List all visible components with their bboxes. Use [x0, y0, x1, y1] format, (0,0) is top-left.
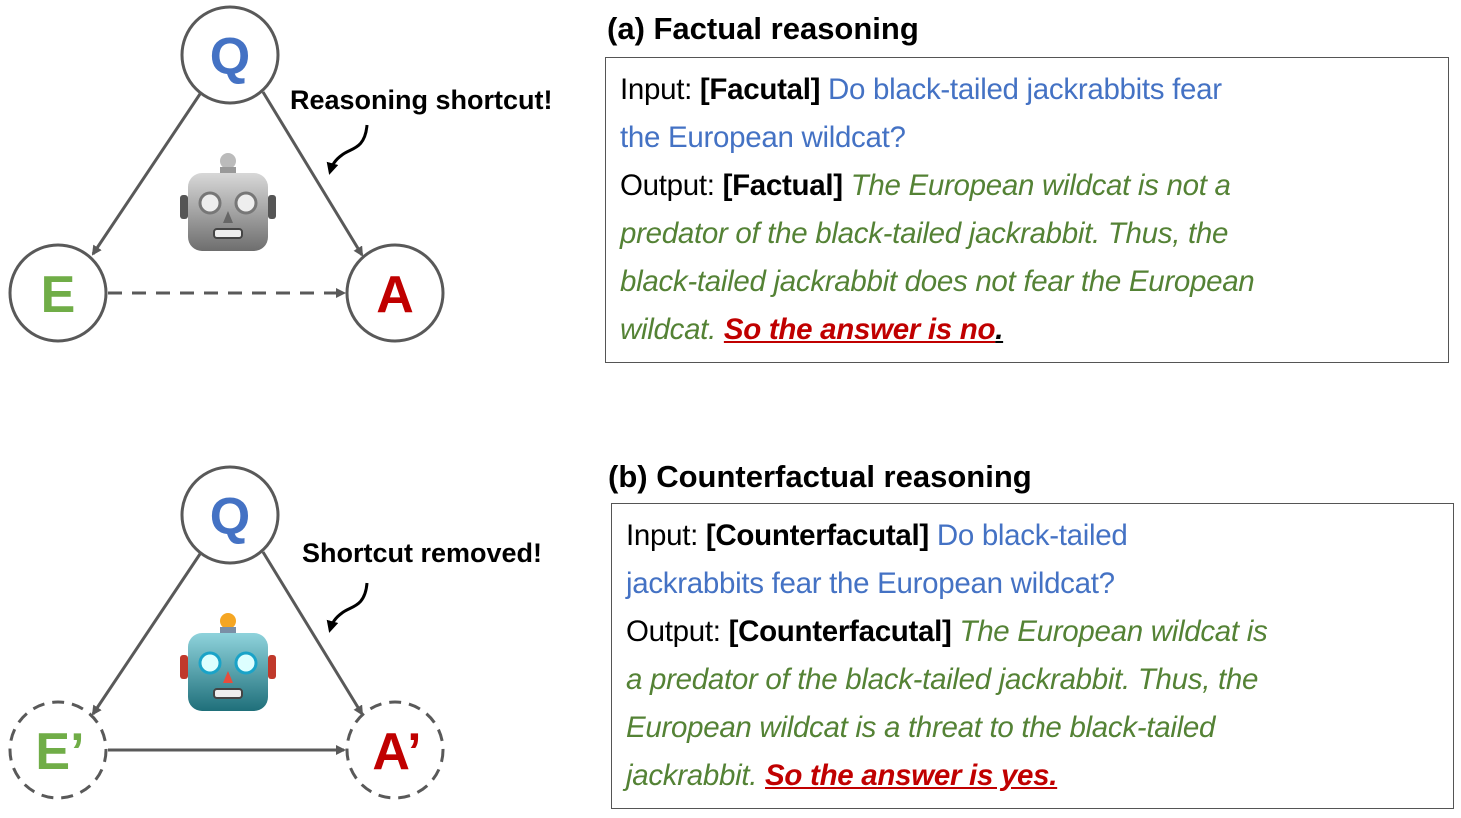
text-line: wildcat. So the answer is no.	[620, 306, 1448, 354]
node-a	[345, 243, 445, 343]
diagram-a: Q E A	[8, 5, 445, 343]
text-segment: black-tailed jackrabbit does not fear th…	[620, 265, 1255, 298]
text-segment: jackrabbits fear the European wildcat?	[626, 567, 1115, 600]
text-line: European wildcat is a threat to the blac…	[626, 704, 1453, 752]
node-a-label: A	[376, 266, 414, 324]
text-segment: jackrabbit.	[626, 759, 766, 792]
causal-diagrams: Q E A Q E’	[8, 5, 445, 800]
text-segment: the European wildcat?	[620, 121, 906, 154]
node-e-label: E	[41, 266, 76, 324]
text-segment: a predator of the black-tailed jackrabbi…	[626, 663, 1259, 696]
panel-a-example-box: Input: [Facutal] Do black-tailed jackrab…	[605, 57, 1449, 363]
node-e-prime-label: E’	[35, 723, 84, 781]
text-segment: Input:	[626, 519, 706, 552]
node-q-label: Q	[210, 28, 250, 86]
text-line: Output: [Counterfacutal] The European wi…	[626, 608, 1453, 656]
text-line: Input: [Facutal] Do black-tailed jackrab…	[620, 66, 1448, 114]
robot-icon-teal	[180, 613, 276, 711]
panel-b-title: (b) Counterfactual reasoning	[608, 459, 1032, 494]
edge-q-e	[91, 93, 202, 256]
text-segment: wildcat.	[620, 313, 724, 346]
edge-q-a-prime	[261, 551, 364, 716]
text-line: predator of the black-tailed jackrabbit.…	[620, 210, 1448, 258]
text-line: Output: [Factual] The European wildcat i…	[620, 162, 1448, 210]
node-q	[180, 465, 280, 565]
text-line: black-tailed jackrabbit does not fear th…	[620, 258, 1448, 306]
panel-b-example-box: Input: [Counterfacutal] Do black-tailed j…	[611, 503, 1454, 809]
text-segment: Output:	[626, 615, 729, 648]
text-segment: Do black-tailed jackrabbits fear	[820, 73, 1222, 106]
text-segment: [Factual]	[722, 169, 844, 202]
node-a-prime-label: A’	[372, 723, 421, 781]
text-segment: [Counterfacutal]	[705, 519, 929, 552]
text-segment: The European wildcat is	[951, 615, 1268, 648]
text-segment: [Facutal]	[699, 73, 821, 106]
answer-text: So the answer is no	[723, 313, 996, 346]
answer-text: So the answer is yes.	[765, 759, 1058, 792]
text-segment: .	[995, 313, 1004, 346]
node-e-prime	[8, 700, 108, 800]
text-segment: Input:	[620, 73, 700, 106]
text-segment: [Counterfacutal]	[728, 615, 952, 648]
callout-arrow-icon	[326, 582, 369, 633]
robot-icon-grey	[180, 153, 276, 251]
text-segment: The European wildcat is not a	[842, 169, 1231, 202]
text-segment: Output:	[620, 169, 723, 202]
text-segment: predator of the black-tailed jackrabbit.…	[620, 217, 1229, 250]
edge-q-a	[261, 91, 364, 257]
text-line: a predator of the black-tailed jackrabbi…	[626, 656, 1453, 704]
callout-arrow-icon	[326, 124, 369, 175]
panel-a-title: (a) Factual reasoning	[607, 11, 919, 46]
text-line: the European wildcat?	[620, 114, 1448, 162]
callout-shortcut-removed: Shortcut removed!	[302, 538, 543, 568]
text-segment: European wildcat is a threat to the blac…	[626, 711, 1216, 744]
node-q-label: Q	[210, 488, 250, 546]
text-line: jackrabbits fear the European wildcat?	[626, 560, 1453, 608]
text-segment: Do black-tailed	[928, 519, 1128, 552]
text-line: Input: [Counterfacutal] Do black-tailed	[626, 512, 1453, 560]
node-q	[180, 5, 280, 105]
callout-reasoning-shortcut: Reasoning shortcut!	[290, 85, 553, 115]
node-a-prime	[345, 700, 445, 800]
diagram-b: Q E’ A’	[8, 465, 445, 800]
node-e	[8, 243, 108, 343]
edge-q-e-prime	[91, 553, 202, 716]
text-line: jackrabbit. So the answer is yes.	[626, 752, 1453, 800]
